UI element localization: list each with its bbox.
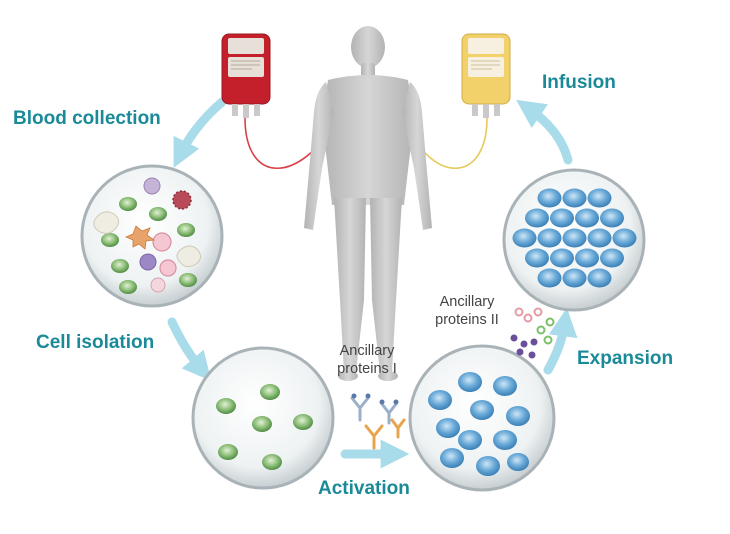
blood-bag-red-icon (221, 33, 271, 118)
blue-cell (507, 453, 529, 471)
label-expansion: Expansion (577, 348, 674, 369)
blue-cell (493, 376, 517, 396)
antibody-icons (350, 393, 406, 450)
antibody-icon (390, 418, 406, 439)
flow-arrows (167, 97, 578, 469)
label-blood-collection: Blood collection (13, 108, 161, 129)
pink-cell (150, 277, 166, 293)
ancillary-ii-line2: proteins II (435, 312, 499, 328)
blue-cell (525, 208, 549, 228)
blue-cell (458, 372, 482, 392)
cell-bag-yellow-icon (461, 33, 511, 118)
blue-cell (562, 228, 587, 248)
green-cell (119, 280, 137, 294)
arrow-to-infusion (516, 99, 573, 165)
green-cell (101, 233, 119, 247)
spiky-cell (172, 190, 192, 210)
blue-cell (537, 228, 562, 248)
blue-cell (575, 248, 599, 268)
green-cell (218, 444, 238, 460)
blue-cell (550, 248, 574, 268)
blue-cell (537, 268, 562, 288)
blue-cell (428, 390, 452, 410)
ancillary-ii-line1: Ancillary (439, 294, 495, 310)
blue-cell (436, 418, 460, 438)
blue-cell (587, 228, 612, 248)
green-cell (111, 259, 129, 273)
dendritic-cell (124, 225, 156, 250)
blue-cell (476, 456, 500, 476)
petri-dish-expanded-cells (502, 168, 646, 312)
antibody-icon (350, 396, 370, 422)
arrow-to-activation (167, 317, 212, 381)
green-cell (260, 384, 280, 400)
label-activation: Activation (318, 478, 410, 499)
protein-dot (379, 399, 385, 405)
blue-cell (537, 188, 562, 208)
dense-cell-cluster (512, 188, 637, 288)
green-cell (293, 414, 313, 430)
human-silhouette-icon (304, 26, 432, 381)
macrophage-cell (176, 245, 202, 268)
petri-dish-activated-cells (408, 344, 556, 492)
protein-dot (393, 399, 399, 405)
petri-dish-isolated-cells (191, 346, 335, 490)
blue-cell (600, 208, 624, 228)
arrow-to-growth (543, 307, 578, 375)
blue-cell (493, 430, 517, 450)
blue-cell (440, 448, 464, 468)
green-cell (216, 398, 236, 414)
green-cell (119, 197, 137, 211)
label-ancillary-proteins-i: Ancillary proteins I (326, 342, 408, 378)
blue-cell (562, 188, 587, 208)
blue-cell (575, 208, 599, 228)
green-cell (177, 223, 195, 237)
pink-cell (159, 259, 177, 277)
lavender-cell (143, 177, 161, 195)
blue-cell (512, 228, 537, 248)
label-infusion: Infusion (542, 72, 616, 93)
protein-dot (351, 393, 357, 399)
macrophage-cell (93, 211, 120, 234)
blue-cell (470, 400, 494, 420)
blue-cell (458, 430, 482, 450)
blue-cell (562, 268, 587, 288)
green-cell (252, 416, 272, 432)
protein-dot (365, 393, 371, 399)
ancillary-i-line1: Ancillary (339, 343, 395, 359)
antibody-icon (380, 402, 398, 425)
blue-cell (587, 268, 612, 288)
blue-cell (525, 248, 549, 268)
blue-cell (600, 248, 624, 268)
green-cell (149, 207, 167, 221)
green-cell (179, 273, 197, 287)
petri-dish-mixed-cells (80, 164, 224, 308)
blue-cell (550, 208, 574, 228)
blue-cell (506, 406, 530, 426)
label-cell-isolation: Cell isolation (36, 332, 155, 353)
ancillary-i-line2: proteins I (337, 361, 397, 377)
pink-cell (152, 232, 172, 252)
green-cell (262, 454, 282, 470)
blue-cell (612, 228, 637, 248)
antibody-icon (364, 424, 384, 450)
label-ancillary-proteins-ii: Ancillary proteins II (422, 293, 512, 329)
lavender-cell (139, 253, 157, 271)
protein-cluster-icon (510, 307, 555, 359)
blue-cell (587, 188, 612, 208)
arrow-to-isolation (173, 97, 227, 168)
